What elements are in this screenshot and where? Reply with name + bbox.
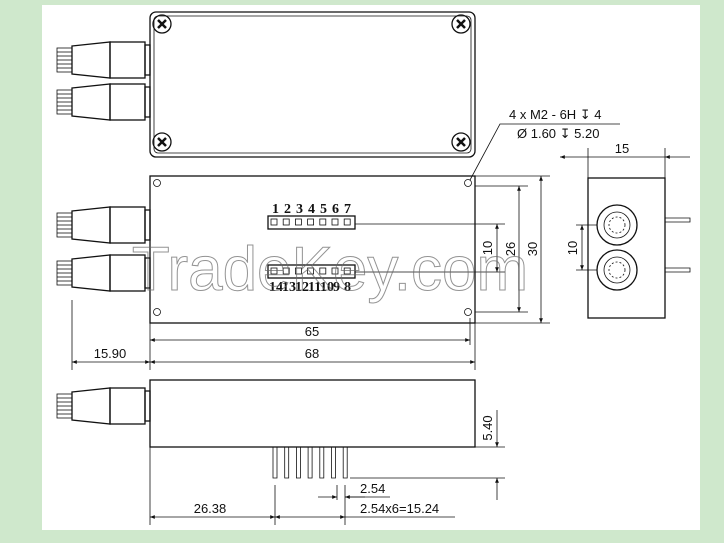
dim-side-10: 10	[565, 241, 580, 255]
pin-pad	[282, 218, 290, 226]
pin-label: 5	[320, 202, 327, 217]
pin-leg	[296, 447, 301, 479]
pin-pad	[282, 267, 290, 275]
dim-5-40: 5.40	[480, 415, 495, 440]
pin-label: 9	[333, 280, 340, 295]
pin-header-top	[267, 215, 356, 230]
hole-callout-drill: Ø 1.60 ↧ 5.20	[517, 126, 599, 141]
dim-26-38: 26.38	[194, 501, 227, 516]
pin-pad	[294, 218, 302, 226]
pin-leg	[331, 447, 336, 479]
pin-pad	[270, 267, 278, 275]
pin-pad	[331, 218, 339, 226]
screw-icon	[450, 131, 472, 153]
pin-header-bottom	[267, 264, 356, 279]
connector-icon	[56, 41, 151, 79]
pin-leg	[307, 447, 313, 479]
side-view: 15 10	[560, 141, 691, 319]
pin-label: 3	[296, 202, 303, 217]
pin-pad	[319, 267, 327, 275]
pin-label: 13	[282, 280, 296, 295]
pin-leg	[272, 447, 278, 479]
pin-label: 2	[284, 202, 291, 217]
pin-label: 8	[344, 280, 351, 295]
dim-2-54: 2.54	[360, 481, 385, 496]
pin-label: 7	[344, 202, 351, 217]
pin-label: 11	[308, 280, 321, 295]
pin-label: 6	[332, 202, 339, 217]
pin-pad	[307, 267, 315, 275]
pin-label: 14	[269, 280, 283, 295]
pin-pad	[307, 218, 315, 226]
pin-label: 4	[308, 202, 315, 217]
pin-pad	[319, 218, 327, 226]
dim-15-90: 15.90	[94, 346, 127, 361]
dim-26: 26	[503, 242, 518, 256]
dim-30: 30	[525, 242, 540, 256]
connector-icon	[56, 83, 151, 121]
drawing-sheet	[42, 5, 700, 530]
top-view	[56, 11, 476, 158]
screw-icon	[450, 13, 472, 35]
pin-leg	[319, 447, 325, 479]
pin-pad	[331, 267, 339, 275]
bottom-view: 5.40 26.38 2.54 2.54x6=15.24	[56, 379, 505, 525]
dim-pin-span: 2.54x6=15.24	[360, 501, 439, 516]
pin-label: 12	[295, 280, 309, 295]
pin-pad	[343, 218, 351, 226]
pin-pad	[343, 267, 351, 275]
pin-leg	[342, 447, 348, 479]
pin-pad	[270, 218, 278, 226]
watermark: TradeKey.com	[132, 235, 528, 304]
pin-leg	[284, 447, 290, 479]
dim-68: 68	[305, 346, 319, 361]
front-view: 1 2 3 4 5 6 7 14 13 12 11 10 9 8 10 26 3…	[56, 107, 620, 370]
screw-icon	[151, 13, 173, 35]
dim-side-15: 15	[615, 141, 629, 156]
dim-10: 10	[480, 241, 495, 255]
pin-label: 1	[272, 202, 279, 217]
hole-callout-thread: 4 x M2 - 6H ↧ 4	[509, 107, 602, 122]
dim-65: 65	[305, 324, 319, 339]
pin-pad	[294, 267, 302, 275]
screw-icon	[151, 131, 173, 153]
pin-label: 10	[320, 280, 334, 295]
